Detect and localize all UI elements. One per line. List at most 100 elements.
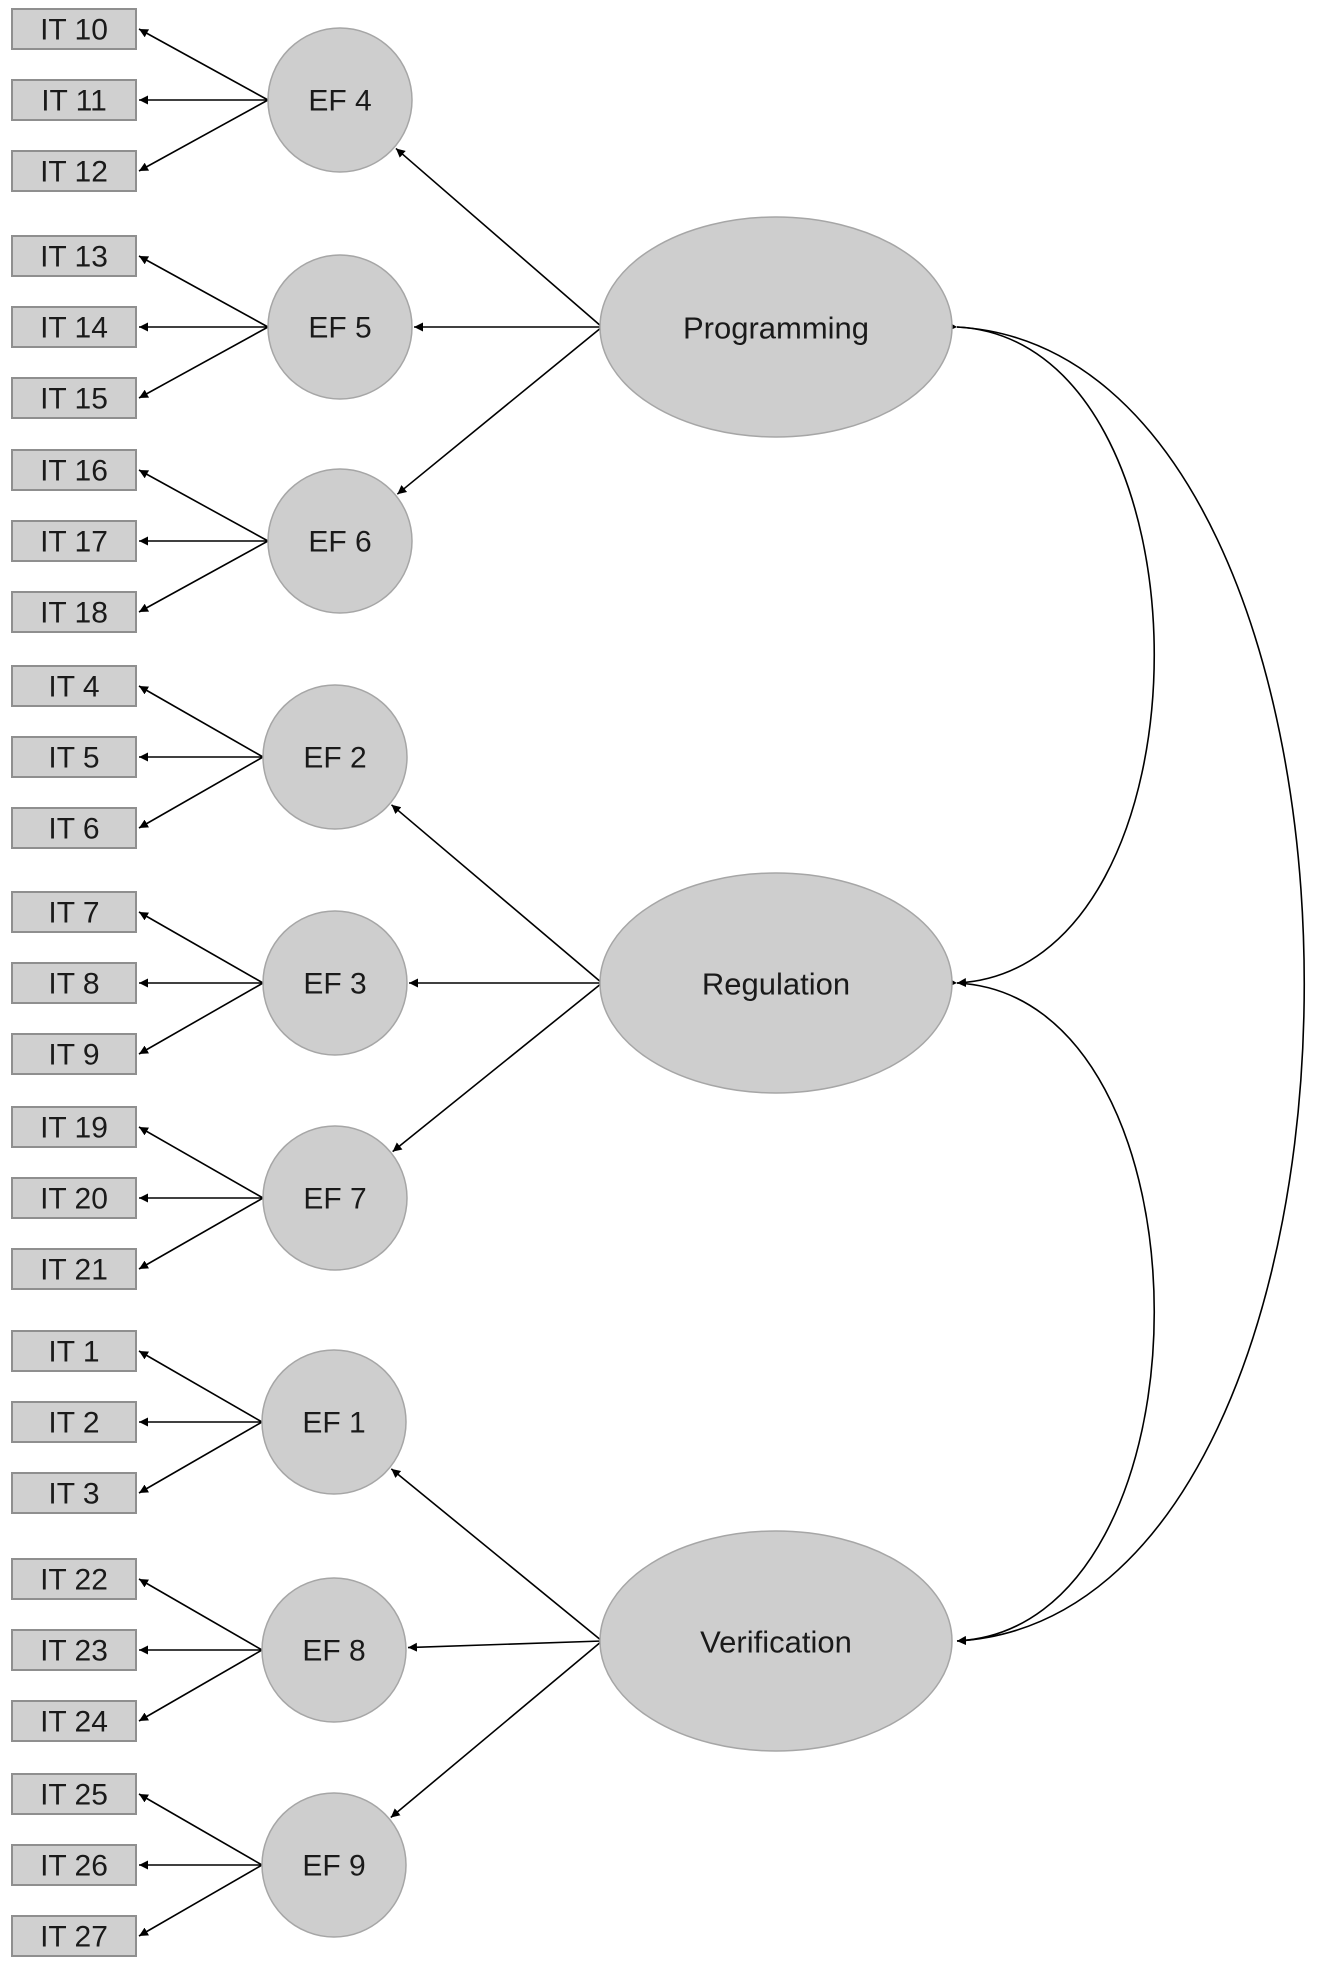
factor-node-programming — [599, 216, 953, 438]
item-label-it-16: IT 16 — [40, 455, 108, 488]
arrow-verification-to-ef-8 — [407, 1640, 603, 1652]
item-label-it-15: IT 15 — [40, 383, 108, 416]
item-label-it-21: IT 21 — [40, 1254, 108, 1287]
item-label-it-1: IT 1 — [48, 1336, 99, 1369]
item-label-it-4: IT 4 — [48, 671, 99, 704]
subfactor-label-ef-1: EF 1 — [302, 1407, 365, 1440]
subfactor-label-ef-5: EF 5 — [308, 312, 371, 345]
arrow-ef-3-to-it-9 — [138, 982, 264, 1055]
item-label-it-5: IT 5 — [48, 742, 99, 775]
item-box-it-19 — [11, 1106, 137, 1148]
item-label-it-26: IT 26 — [40, 1850, 108, 1883]
item-label-it-24: IT 24 — [40, 1706, 108, 1739]
item-label-it-19: IT 19 — [40, 1112, 108, 1145]
item-box-it-16 — [11, 449, 137, 491]
arrow-ef-7-to-it-19 — [138, 1126, 264, 1199]
item-label-it-11: IT 11 — [41, 85, 107, 118]
item-label-it-27: IT 27 — [40, 1921, 108, 1954]
arrow-ef-2-to-it-4 — [138, 685, 264, 758]
item-label-it-8: IT 8 — [48, 968, 99, 1001]
subfactor-label-ef-3: EF 3 — [303, 968, 366, 1001]
item-box-it-13 — [11, 235, 137, 277]
item-box-it-5 — [11, 736, 137, 778]
item-box-it-10 — [11, 8, 137, 50]
item-box-it-23 — [11, 1629, 137, 1671]
item-label-it-13: IT 13 — [40, 241, 108, 274]
correlation-programming-verification — [947, 321, 1305, 1645]
arrow-verification-to-ef-1 — [390, 1468, 603, 1642]
item-box-it-3 — [11, 1472, 137, 1514]
item-box-it-1 — [11, 1330, 137, 1372]
item-box-it-26 — [11, 1844, 137, 1886]
arrow-regulation-to-ef-7 — [392, 982, 603, 1153]
arrow-ef-6-to-it-18 — [138, 540, 269, 613]
arrow-ef-1-to-it-3 — [138, 1421, 263, 1494]
factor-label-regulation: Regulation — [702, 967, 850, 1002]
subfactor-node-ef-3 — [262, 910, 408, 1056]
arrow-ef-9-to-it-27 — [138, 1864, 263, 1937]
subfactor-node-ef-5 — [267, 254, 413, 400]
item-box-it-6 — [11, 807, 137, 849]
item-label-it-10: IT 10 — [40, 14, 108, 47]
arrow-ef-4-to-it-12 — [138, 99, 269, 172]
arrow-ef-5-to-it-13 — [138, 255, 269, 328]
arrow-ef-9-to-it-25 — [138, 1793, 263, 1866]
item-label-it-18: IT 18 — [40, 597, 108, 630]
subfactor-node-ef-9 — [261, 1792, 407, 1938]
item-label-it-17: IT 17 — [40, 526, 108, 559]
subfactor-label-ef-7: EF 7 — [303, 1183, 366, 1216]
item-label-it-2: IT 2 — [48, 1407, 99, 1440]
item-box-it-11 — [11, 79, 137, 121]
item-box-it-4 — [11, 665, 137, 707]
item-box-it-7 — [11, 891, 137, 933]
arrow-regulation-to-ef-2 — [390, 804, 603, 984]
item-label-it-14: IT 14 — [40, 312, 108, 345]
arrow-ef-6-to-it-16 — [138, 469, 269, 542]
item-label-it-6: IT 6 — [48, 813, 99, 846]
item-label-it-25: IT 25 — [40, 1779, 108, 1812]
subfactor-label-ef-6: EF 6 — [308, 526, 371, 559]
arrow-ef-3-to-it-7 — [138, 911, 264, 984]
item-label-it-12: IT 12 — [40, 156, 108, 189]
subfactor-label-ef-9: EF 9 — [302, 1850, 365, 1883]
arrow-ef-1-to-it-1 — [138, 1350, 263, 1423]
factor-label-programming: Programming — [683, 311, 869, 346]
factor-label-verification: Verification — [700, 1625, 852, 1660]
item-box-it-17 — [11, 520, 137, 562]
item-box-it-27 — [11, 1915, 137, 1957]
arrow-programming-to-ef-6 — [396, 326, 603, 495]
arrow-ef-8-to-it-22 — [138, 1578, 263, 1651]
item-box-it-9 — [11, 1033, 137, 1075]
item-box-it-22 — [11, 1558, 137, 1600]
correlation-regulation-verification — [947, 978, 1155, 1646]
subfactor-label-ef-4: EF 4 — [308, 85, 371, 118]
item-box-it-8 — [11, 962, 137, 1004]
item-box-it-15 — [11, 377, 137, 419]
subfactor-label-ef-8: EF 8 — [302, 1635, 365, 1668]
subfactor-node-ef-8 — [261, 1577, 407, 1723]
arrow-ef-2-to-it-6 — [138, 756, 264, 829]
subfactor-node-ef-2 — [262, 684, 408, 830]
item-box-it-2 — [11, 1401, 137, 1443]
item-label-it-23: IT 23 — [40, 1635, 108, 1668]
subfactor-label-ef-2: EF 2 — [303, 742, 366, 775]
item-box-it-18 — [11, 591, 137, 633]
arrow-verification-to-ef-9 — [390, 1640, 603, 1819]
item-label-it-7: IT 7 — [48, 897, 99, 930]
arrow-ef-5-to-it-15 — [138, 326, 269, 399]
subfactor-node-ef-4 — [267, 27, 413, 173]
item-box-it-12 — [11, 150, 137, 192]
item-box-it-14 — [11, 306, 137, 348]
item-box-it-24 — [11, 1700, 137, 1742]
correlation-programming-regulation — [947, 322, 1155, 988]
arrow-ef-4-to-it-10 — [138, 28, 269, 101]
subfactor-node-ef-7 — [262, 1125, 408, 1271]
item-label-it-20: IT 20 — [40, 1183, 108, 1216]
item-box-it-20 — [11, 1177, 137, 1219]
factor-node-verification — [599, 1530, 953, 1752]
item-box-it-25 — [11, 1773, 137, 1815]
item-label-it-3: IT 3 — [48, 1478, 99, 1511]
arrow-programming-to-ef-4 — [395, 147, 603, 328]
factor-node-regulation — [599, 872, 953, 1094]
